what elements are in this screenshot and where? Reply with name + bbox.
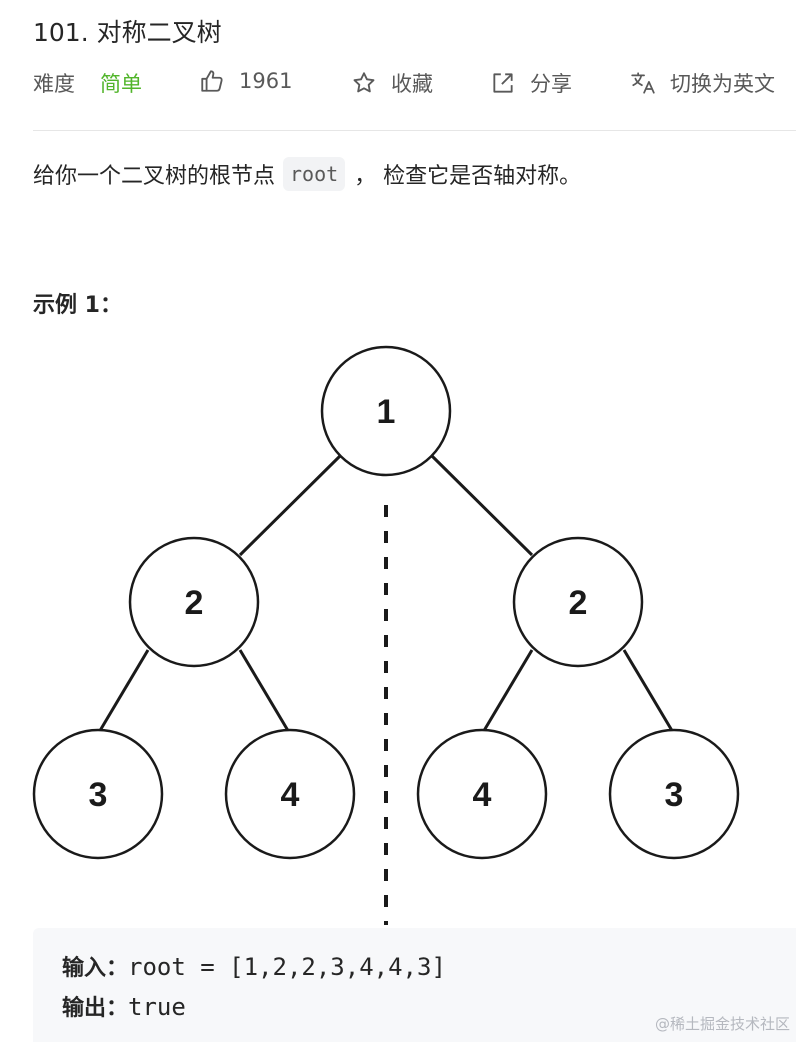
input-value: root = [1,2,2,3,4,4,3] [128, 953, 446, 981]
description-text-before: 给你一个二叉树的根节点 [33, 164, 276, 189]
tree-node-right-child [512, 536, 644, 668]
input-label: 输入： [62, 956, 129, 981]
example-io-block: 输入：root = [1,2,2,3,4,4,3] 输出：true [33, 928, 796, 1042]
edge-2-4-right [480, 649, 534, 735]
translate-icon [630, 70, 656, 96]
like-button[interactable]: 1961 [199, 68, 292, 94]
language-toggle-label: 切换为英文 [670, 72, 775, 96]
tree-node-label: 4 [473, 776, 492, 814]
thumbs-up-icon [199, 68, 225, 94]
favorite-label: 收藏 [391, 72, 433, 96]
example-title: 示例 1： [33, 293, 122, 318]
output-label: 输出： [62, 996, 129, 1021]
difficulty-badge: 简单 [100, 72, 142, 96]
tree-node-left-child [128, 536, 260, 668]
tree-node-right-right [608, 728, 740, 860]
header-divider [33, 130, 796, 131]
tree-node-label: 3 [89, 776, 108, 814]
favorite-button[interactable]: 收藏 [351, 68, 433, 98]
description-text-after: ， 检查它是否轴对称。 [354, 164, 582, 189]
inline-code-root: root [283, 157, 346, 191]
output-value: true [128, 993, 186, 1021]
edge-2-3-right [622, 649, 676, 735]
tree-node-label: 3 [665, 776, 684, 814]
share-icon [490, 70, 516, 96]
tree-node-left-left [32, 728, 164, 860]
edge-1-2-right [430, 454, 534, 557]
problem-meta-bar: 难度 简单 1961 收藏 分享 [0, 62, 796, 106]
language-toggle-button[interactable]: 切换为英文 [630, 68, 775, 98]
watermark: @稀土掘金技术社区 [654, 1015, 790, 1033]
difficulty-label: 难度 [33, 72, 75, 96]
tree-node-root [320, 345, 452, 477]
like-count: 1961 [239, 69, 293, 93]
problem-title: 101. 对称二叉树 [33, 18, 222, 47]
star-icon [351, 70, 377, 96]
input-line: 输入：root = [1,2,2,3,4,4,3] [62, 950, 446, 982]
share-button[interactable]: 分享 [490, 68, 572, 98]
tree-node-label: 4 [281, 776, 300, 814]
edge-2-4-left [238, 649, 292, 735]
share-label: 分享 [530, 72, 572, 96]
tree-node-label: 1 [377, 393, 396, 431]
tree-node-label: 2 [569, 584, 588, 622]
edge-1-2-left [238, 454, 342, 557]
edge-2-3-left [96, 649, 150, 735]
tree-node-right-left [416, 728, 548, 860]
tree-node-left-right [224, 728, 356, 860]
tree-node-label: 2 [185, 584, 204, 622]
output-line: 输出：true [62, 990, 186, 1022]
problem-description: 给你一个二叉树的根节点 root ， 检查它是否轴对称。 [33, 157, 581, 191]
symmetric-tree-diagram: 1 2 2 3 4 4 3 [32, 345, 740, 925]
